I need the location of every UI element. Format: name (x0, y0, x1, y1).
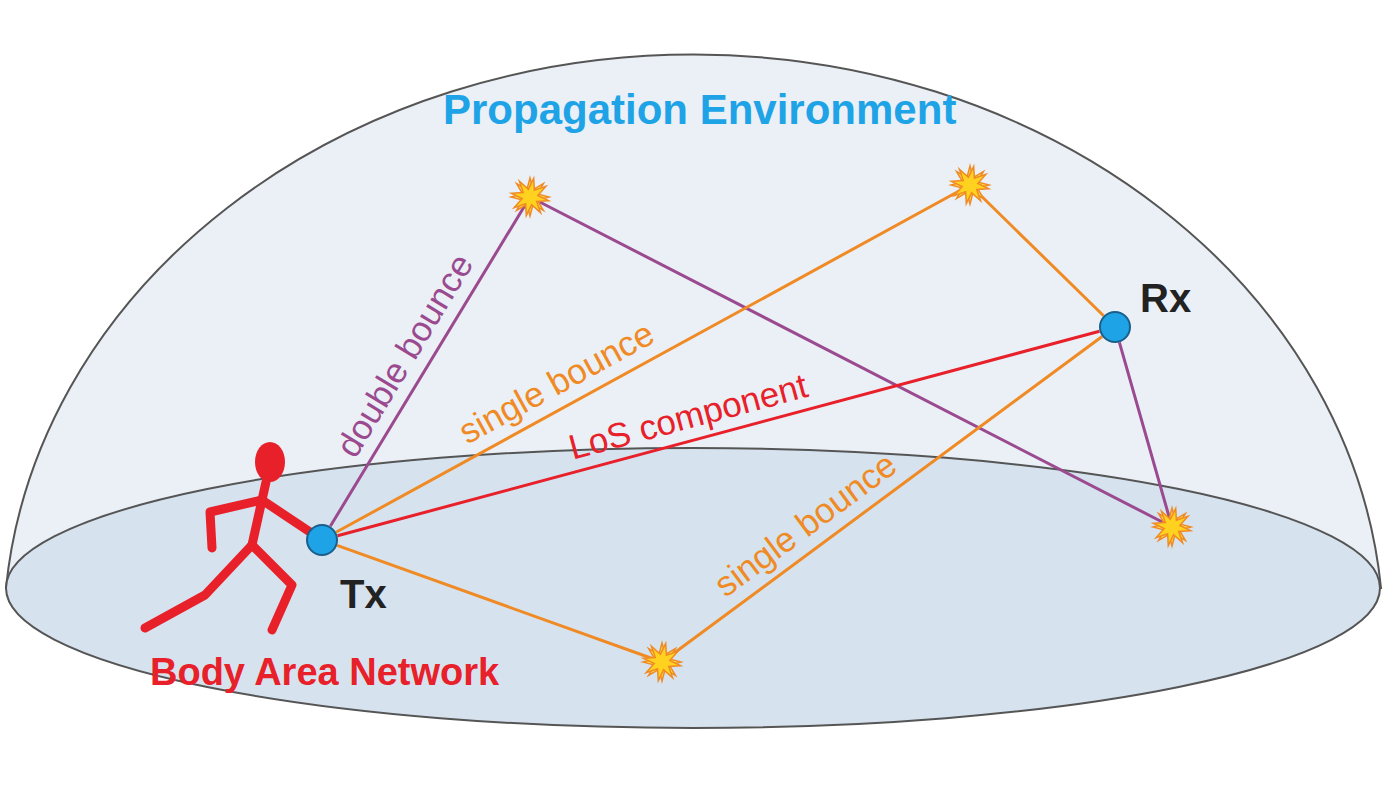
runner-figure (145, 442, 322, 630)
propagation-path (336, 185, 1104, 532)
propagation-path (337, 337, 1102, 663)
network-label: Body Area Network (150, 653, 499, 691)
scatterer-star (511, 178, 549, 216)
antenna-node: Rx (1099, 311, 1131, 343)
node-circle (1099, 311, 1131, 343)
propagation-path (338, 331, 1100, 536)
scatterer-star (1153, 508, 1190, 545)
environment-title: Propagation Environment (443, 89, 956, 131)
node-label: Rx (1140, 276, 1191, 321)
scatterer-star (951, 166, 988, 203)
ground-ellipse (6, 448, 1380, 728)
scatterer-star (1153, 508, 1191, 546)
scatterer-star (643, 643, 680, 680)
propagation-path (330, 197, 1172, 527)
node-label: Tx (340, 572, 387, 617)
scatterer-star (511, 178, 548, 215)
scatterer-star (643, 643, 681, 681)
antenna-node: Tx (306, 524, 338, 556)
node-circle (306, 524, 338, 556)
scatterer-star (951, 166, 989, 204)
